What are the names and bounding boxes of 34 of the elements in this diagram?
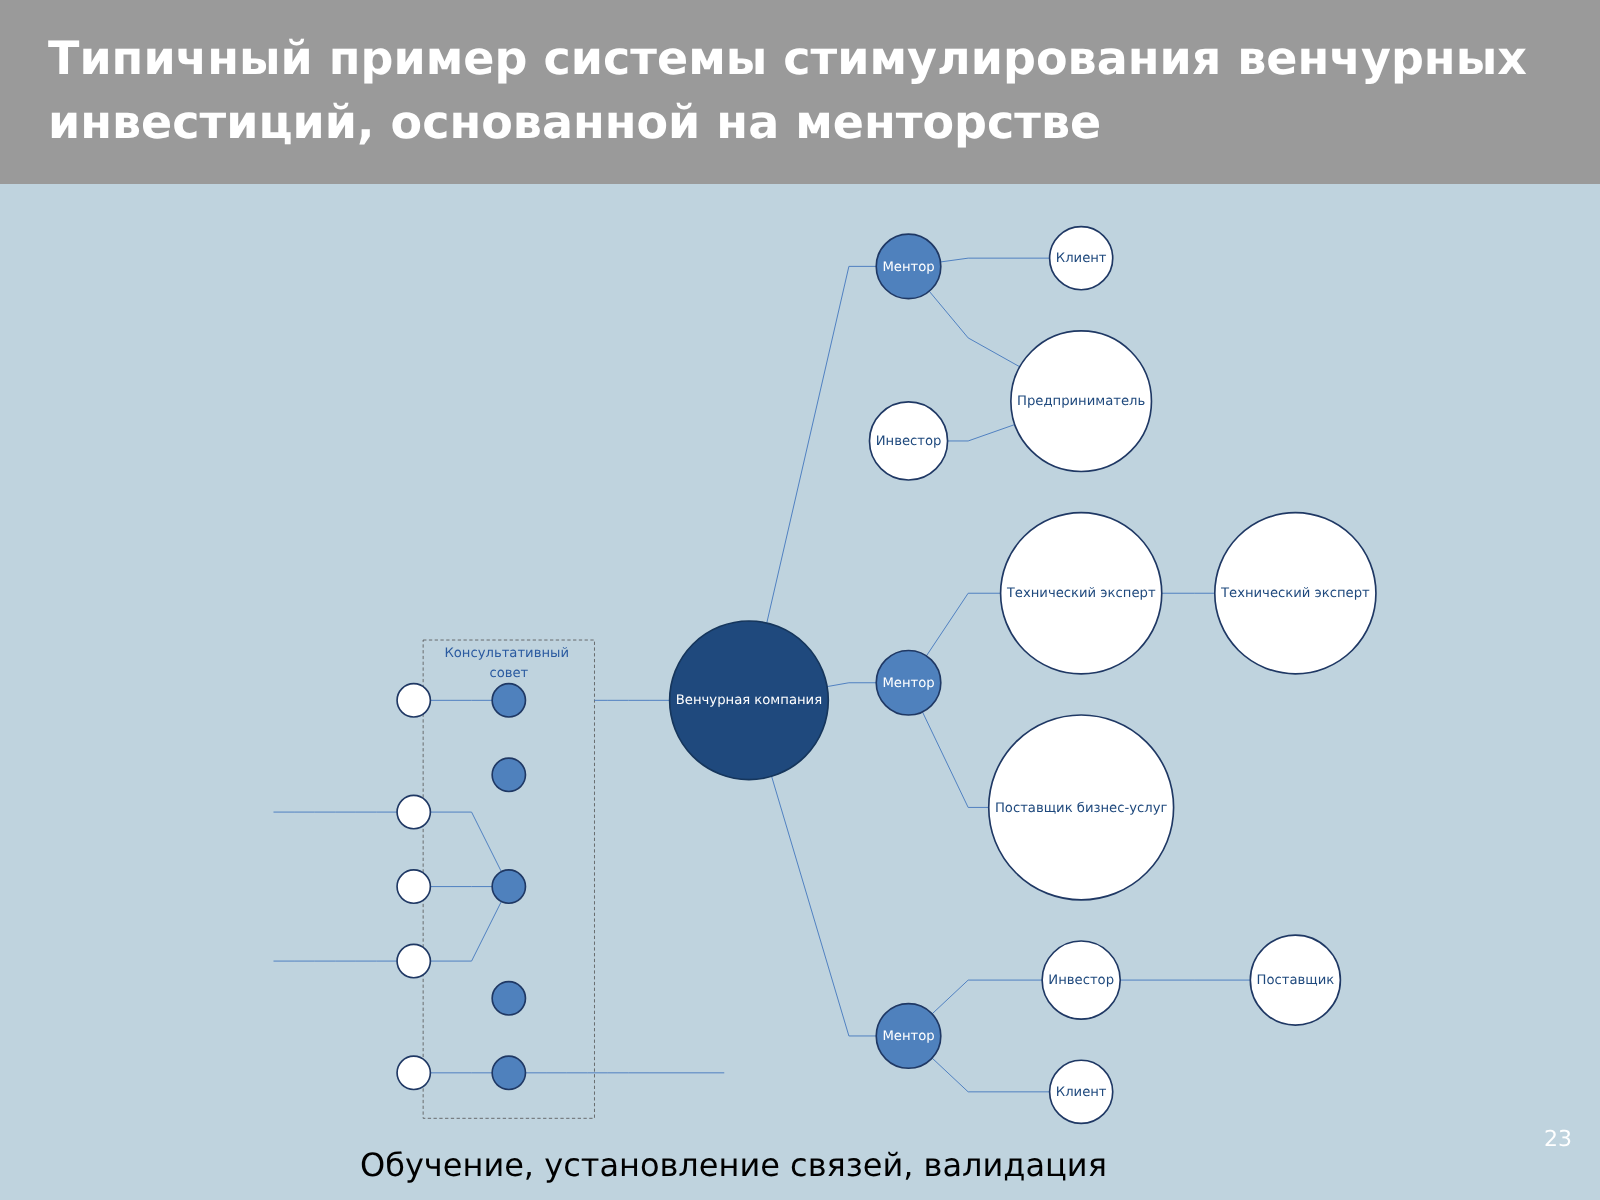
circle-node [396,794,432,830]
connector [273,811,398,813]
connector [1119,979,1251,981]
page-number: 23 [1544,1126,1572,1152]
circle-node [491,980,527,1016]
connector [429,886,493,888]
connector [766,265,877,624]
connector [931,979,1043,1015]
circle-node [491,682,527,718]
connector [429,811,502,873]
connector [928,290,1021,368]
circle-node [396,1055,432,1091]
connector [273,960,398,962]
circle-node [396,943,432,979]
circle-node [491,869,527,905]
connector [947,424,1016,442]
connector [940,257,1051,263]
connector [429,1072,493,1074]
circle-node [491,757,527,793]
slide-title: Типичный пример системы стимулирования венчурных инвестиций, основанной на менторстве [0,0,1600,185]
connector [429,699,493,701]
connector [931,1057,1051,1093]
connector [826,682,877,688]
footer-note: Обучение, установление связей, валидация [360,1146,1107,1184]
connector [429,901,502,962]
connector [771,775,877,1037]
circle-node [396,682,432,718]
connector [921,711,990,808]
connector [1161,592,1216,594]
circle-node [396,869,432,905]
connector [524,1072,725,1074]
connector [594,699,671,701]
connector [925,592,1002,657]
circle-node [491,1055,527,1091]
